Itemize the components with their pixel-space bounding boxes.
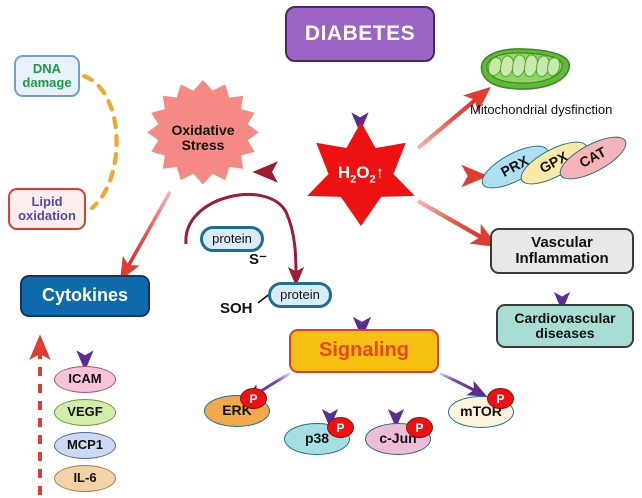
- label-sulfenic-soh: SOH: [220, 300, 253, 317]
- node-vascular-inflammation-label: Vascular Inflammation: [515, 233, 609, 267]
- node-cat-label: CAT: [576, 143, 609, 172]
- node-cardiovascular-diseases[interactable]: Cardiovascular diseases: [496, 304, 634, 348]
- node-vegf[interactable]: VEGF: [54, 399, 116, 426]
- label-thiolate-s: S⁻: [249, 251, 267, 268]
- node-mtor-label: mTOR: [460, 403, 502, 420]
- phospho-badge-mtor-label: P: [496, 391, 505, 406]
- node-protein-thiol-label: protein: [212, 230, 252, 246]
- node-h2o2-label: H2O2↑: [337, 162, 385, 186]
- node-signaling-label: Signaling: [319, 339, 409, 362]
- phospho-badge-p38: P: [327, 417, 354, 438]
- node-icam[interactable]: ICAM: [54, 366, 116, 393]
- edge-h2o2-to-vascular: [416, 199, 499, 248]
- node-dna-damage[interactable]: DNA damage: [14, 55, 80, 97]
- phospho-badge-p38-label: P: [336, 420, 345, 435]
- node-vascular-inflammation[interactable]: Vascular Inflammation: [490, 228, 634, 274]
- node-protein-thiol[interactable]: protein: [200, 226, 264, 252]
- phospho-badge-c-jun: P: [406, 417, 433, 438]
- label-mitochondrial-dysfunction: Mitochondrial dysfinction: [470, 101, 613, 117]
- phospho-badge-erk-label: P: [249, 391, 258, 406]
- node-icam-label: ICAM: [68, 371, 102, 387]
- edge-protein-thiol-to-sulfenic: [184, 192, 305, 287]
- edge-h2o2-to-mitochondria: [416, 86, 491, 150]
- node-protein-sulfenic[interactable]: protein: [268, 282, 332, 308]
- node-vegf-label: VEGF: [67, 404, 103, 420]
- node-mcp1[interactable]: MCP1: [54, 432, 116, 459]
- phospho-badge-mtor: P: [487, 388, 514, 409]
- node-cytokines-label: Cytokines: [41, 285, 129, 306]
- node-signaling[interactable]: Signaling: [289, 329, 439, 373]
- node-diabetes-label: DIABETES: [304, 21, 416, 45]
- edge-signaling-to-mtor: [439, 371, 488, 397]
- node-cardiovascular-diseases-label: Cardiovascular diseases: [514, 309, 616, 341]
- node-p38-label: p38: [304, 430, 330, 447]
- phospho-badge-c-jun-label: P: [415, 420, 424, 435]
- node-lipid-oxidation[interactable]: Lipid oxidation: [8, 188, 86, 230]
- node-diabetes[interactable]: DIABETES: [285, 6, 435, 62]
- node-il6-label: IL-6: [73, 470, 97, 486]
- up-arrow-icon: ↑: [375, 162, 385, 182]
- node-oxidative-stress-label: Oxidative Stress: [171, 121, 235, 153]
- node-cytokines[interactable]: Cytokines: [20, 275, 150, 317]
- edge-dashed-dna-lipid-link: [81, 73, 119, 211]
- node-p38[interactable]: p38: [284, 423, 350, 455]
- node-c-jun-label: c-Jun: [379, 430, 417, 447]
- mitochondrion-icon: [476, 46, 574, 92]
- node-lipid-oxidation-label: Lipid oxidation: [18, 193, 76, 223]
- phospho-badge-erk: P: [240, 388, 267, 409]
- node-oxidative-stress[interactable]: Oxidative Stress: [147, 80, 259, 185]
- node-protein-sulfenic-label: protein: [280, 286, 320, 302]
- node-dna-damage-label: DNA damage: [22, 60, 72, 90]
- node-mcp1-label: MCP1: [66, 437, 104, 453]
- edge-oxidative-stress-to-cytokines: [119, 191, 172, 281]
- node-il6[interactable]: IL-6: [54, 465, 116, 492]
